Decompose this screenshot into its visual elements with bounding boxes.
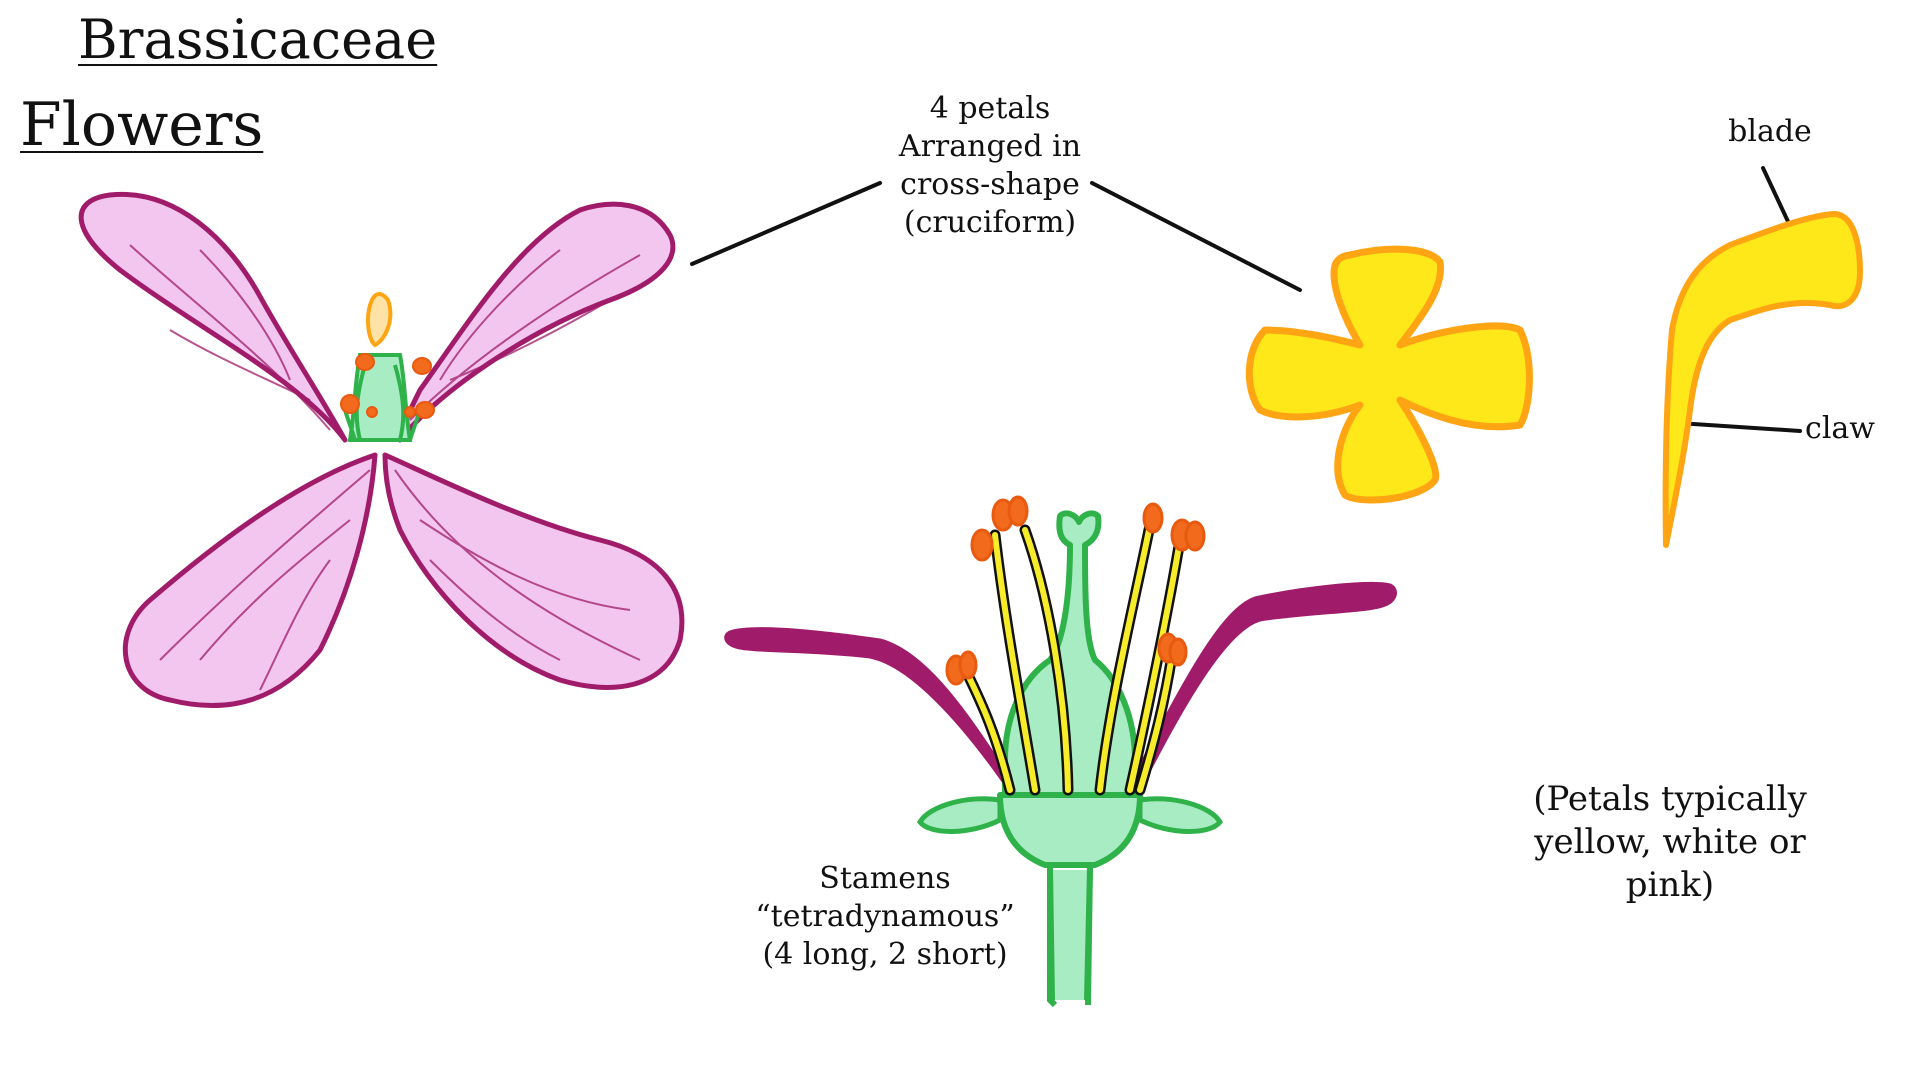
- anther: [1007, 495, 1029, 527]
- petals-label: 4 petals Arranged in cross-shape (crucif…: [898, 91, 1082, 240]
- anther: [404, 406, 416, 418]
- pink-petal-side-right: [1127, 582, 1397, 791]
- pink-petal-side-left: [724, 627, 1012, 787]
- flower-side-view: [724, 495, 1397, 1008]
- leader-line-pink-flower: [690, 181, 882, 266]
- stamens-label: Stamens “tetradynamous” (4 long, 2 short…: [755, 861, 1015, 972]
- leader-line-claw: [1676, 421, 1802, 433]
- blade-label: blade: [1728, 114, 1812, 149]
- clawed-petal: [1662, 211, 1863, 548]
- anther: [366, 406, 378, 418]
- anther: [412, 357, 432, 375]
- anther: [1184, 520, 1206, 552]
- anther: [1168, 637, 1188, 667]
- leader-line-yellow-cross: [1090, 181, 1302, 292]
- family-title: Brassicaceae: [78, 8, 438, 71]
- section-title: Flowers: [20, 90, 264, 160]
- anthers: [945, 495, 1206, 686]
- anther: [355, 353, 375, 371]
- claw-label: claw: [1805, 411, 1875, 446]
- pink-flower-top-view: [78, 191, 685, 708]
- anther: [970, 528, 994, 562]
- pink-petal-lower-left: [122, 452, 378, 708]
- anther: [415, 401, 435, 419]
- anther: [1142, 502, 1164, 534]
- pink-petal-lower-right: [382, 452, 685, 690]
- pink-flower-center: [340, 292, 435, 442]
- anther: [958, 650, 978, 680]
- pink-petal-upper-right: [397, 201, 676, 443]
- yellow-cross-flower: [1245, 245, 1533, 504]
- petal-color-label: (Petals typically yellow, white or pink): [1533, 779, 1807, 905]
- sepal-right: [1137, 796, 1224, 834]
- receptacle: [997, 792, 1143, 868]
- sepal-left: [916, 796, 1003, 834]
- anther: [340, 394, 360, 414]
